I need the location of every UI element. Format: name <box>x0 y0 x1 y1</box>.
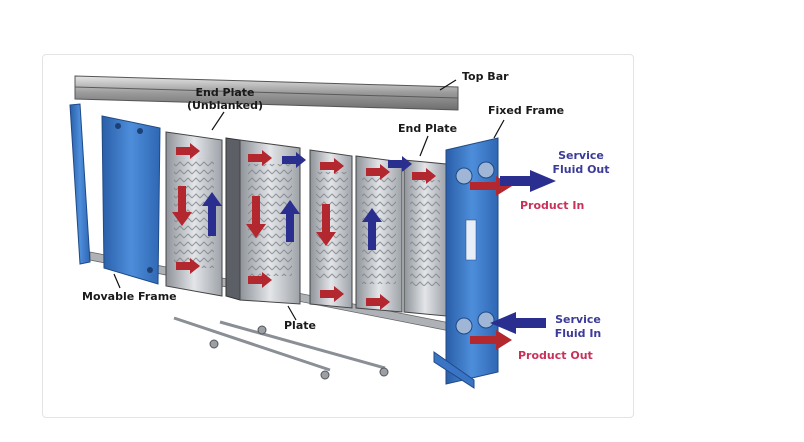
movable-frame <box>101 115 161 285</box>
service-fluid-in-label: Service Fluid In <box>548 313 608 341</box>
product-arrows <box>172 143 512 350</box>
service-fluid-in-line1: Service <box>555 313 601 326</box>
plate-label: Plate <box>284 319 316 332</box>
top-bar-label: Top Bar <box>462 70 509 83</box>
service-fluid-out-line2: Fluid Out <box>552 163 610 176</box>
product-in-label: Product In <box>520 199 585 212</box>
movable-frame-label: Movable Frame <box>82 290 177 303</box>
end-plate-unblanked-line2: (Unblanked) <box>186 99 264 112</box>
fixed-frame <box>433 137 499 389</box>
tie-bolts <box>173 316 389 380</box>
product-out-label: Product Out <box>518 349 593 362</box>
end-plate-unblanked-label: End Plate (Unblanked) <box>180 86 270 112</box>
end-plate-unblanked-line1: End Plate <box>195 86 255 99</box>
leader-lines <box>113 79 505 321</box>
service-fluid-out-label: Service Fluid Out <box>548 149 614 177</box>
fixed-frame-label: Fixed Frame <box>488 104 565 117</box>
service-fluid-in-line2: Fluid In <box>554 327 602 340</box>
service-fluid-out-line1: Service <box>558 149 604 162</box>
top-bar <box>74 75 459 111</box>
movable-frame-back <box>69 103 91 265</box>
service-arrows <box>202 152 556 334</box>
plate-stack <box>165 131 447 317</box>
end-plate-label: End Plate <box>398 122 458 135</box>
